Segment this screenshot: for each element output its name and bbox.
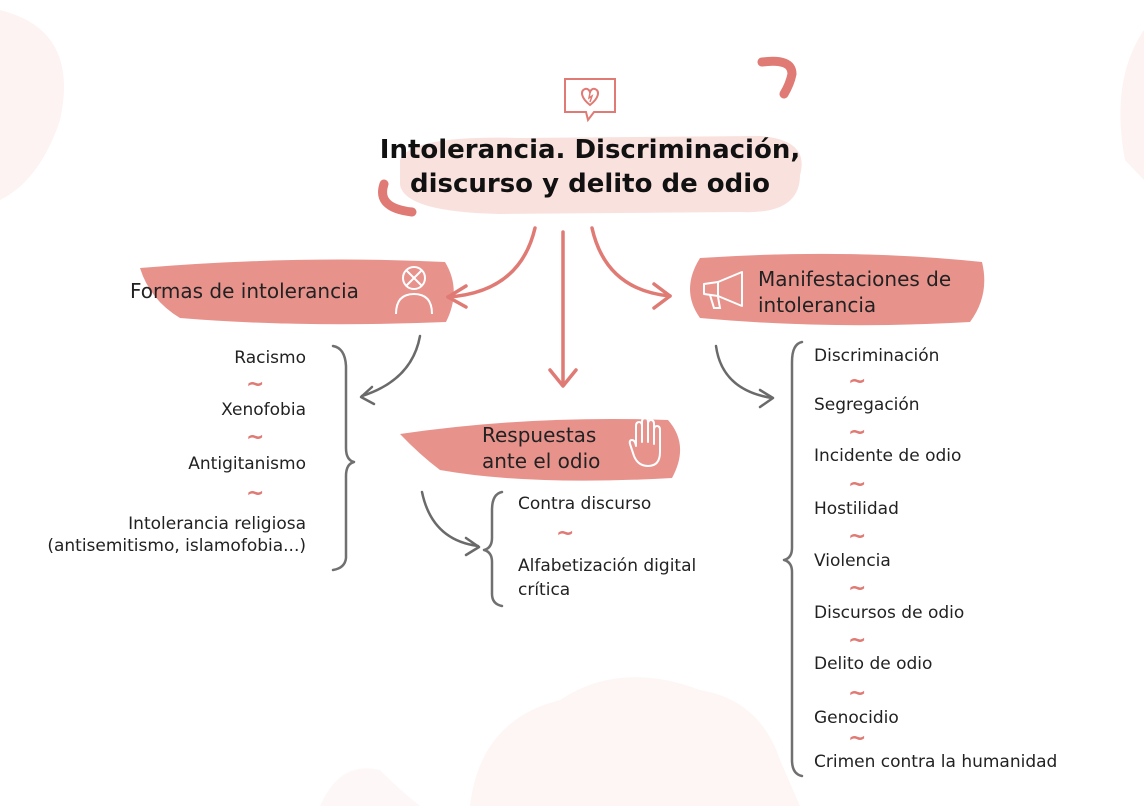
list-item: Contra discurso: [518, 494, 652, 514]
separator-tilde: ~: [848, 726, 867, 751]
brush-stroke-manifestaciones: [690, 253, 985, 326]
separator-tilde: ~: [848, 576, 867, 601]
list-item: Segregación: [814, 395, 920, 415]
separator-tilde: ~: [556, 521, 575, 546]
list-item: Discursos de odio: [814, 603, 965, 623]
respuestas-label-line1: Respuestas: [482, 423, 597, 447]
separator-tilde: ~: [848, 628, 867, 653]
separator-tilde: ~: [246, 425, 265, 450]
brush-stroke-respuestas: [400, 418, 681, 481]
arrow-respuestas-items: [420, 490, 480, 548]
manifestaciones-label-line1: Manifestaciones de: [758, 267, 952, 291]
separator-tilde: ~: [848, 472, 867, 497]
branch-header-formas: Formas de intolerancia: [130, 279, 359, 303]
manifestaciones-label-line2: intolerancia: [758, 293, 877, 317]
brush-stroke-formas: [140, 259, 454, 325]
megaphone-icon: [703, 271, 743, 309]
branch-header-manifestaciones: Manifestaciones de intolerancia: [758, 266, 978, 318]
main-title: Intolerancia. Discriminación, discurso y…: [330, 133, 850, 201]
list-item: Antigitanismo: [188, 454, 306, 474]
list-item: Delito de odio: [814, 654, 933, 674]
separator-tilde: ~: [246, 481, 265, 506]
bracket-respuestas: [482, 490, 504, 608]
separator-tilde: ~: [848, 369, 867, 394]
separator-tilde: ~: [848, 524, 867, 549]
arrow-manifestaciones-items: [714, 344, 774, 400]
raised-hand-icon: [628, 417, 661, 467]
person-crossed-icon: [395, 266, 433, 315]
list-item: Racismo: [234, 348, 306, 368]
branch-header-respuestas: Respuestas ante el odio: [482, 422, 632, 474]
list-item: Violencia: [814, 551, 891, 571]
bracket-formas: [331, 344, 356, 572]
list-item: Genocidio: [814, 708, 899, 728]
list-item: Discriminación: [814, 346, 940, 366]
list-item: crítica: [518, 580, 571, 600]
bracket-manifestaciones: [782, 340, 804, 778]
main-title-line2: discurso y delito de odio: [409, 169, 771, 199]
arrow-to-manifestaciones: [590, 226, 672, 298]
separator-tilde: ~: [246, 372, 265, 397]
list-item: Xenofobia: [221, 400, 306, 420]
list-item: Incidente de odio: [814, 446, 962, 466]
list-item: Crimen contra la humanidad: [814, 752, 1058, 772]
squiggle-top-right: [757, 56, 797, 99]
chat-heart-icon: [564, 78, 616, 123]
respuestas-label-line2: ante el odio: [482, 449, 601, 473]
arrow-formas-items: [360, 334, 422, 398]
arrow-to-formas: [446, 226, 537, 299]
main-title-line1: Intolerancia. Discriminación,: [379, 135, 801, 165]
squiggle-left: [378, 179, 417, 217]
title-background: [400, 136, 802, 214]
separator-tilde: ~: [848, 420, 867, 445]
list-item: (antisemitismo, islamofobia...): [47, 536, 306, 556]
list-item: Hostilidad: [814, 499, 899, 519]
separator-tilde: ~: [848, 681, 867, 706]
list-item: Alfabetización digital: [518, 556, 697, 576]
list-item: Intolerancia religiosa: [128, 514, 306, 534]
